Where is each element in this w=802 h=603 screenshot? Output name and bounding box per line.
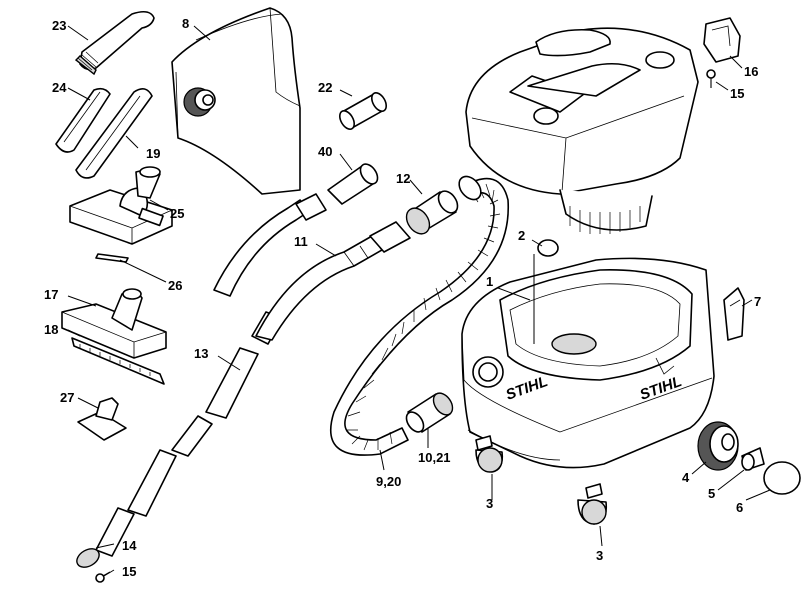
label-11: 11 (294, 234, 308, 249)
part-10-21-connector (405, 392, 454, 433)
label-9-20: 9,20 (376, 474, 401, 489)
label-8: 8 (182, 16, 189, 31)
callout-labels: 23 8 22 40 24 19 25 26 12 11 2 1 17 18 1… (44, 16, 761, 579)
part-8-filter-bag (171, 7, 301, 195)
label-24: 24 (52, 80, 67, 95)
label-17: 17 (44, 287, 58, 302)
label-6: 6 (736, 500, 743, 515)
part-15-screw-top (706, 69, 716, 88)
part-11-handle-tube (213, 193, 411, 341)
label-23: 23 (52, 18, 66, 33)
label-19: 19 (146, 146, 160, 161)
label-12: 12 (396, 171, 410, 186)
part-16-clip (703, 17, 741, 63)
label-27: 27 (60, 390, 74, 405)
part-27-small-nozzle (77, 397, 127, 441)
label-10-21: 10,21 (418, 450, 451, 465)
part-13-extension-tubes (76, 311, 283, 568)
part-2-seal-ring (537, 239, 559, 257)
part-19-crevice-nozzle (75, 88, 153, 179)
part-40-adaptor (327, 163, 379, 205)
part-12-hose-connector (405, 190, 459, 235)
label-25: 25 (170, 206, 184, 221)
part-1-container (461, 257, 715, 469)
label-3a: 3 (486, 496, 493, 511)
label-7: 7 (754, 294, 761, 309)
part-23-brush (74, 10, 155, 76)
label-15-bottom: 15 (122, 564, 136, 579)
label-3b: 3 (596, 548, 603, 563)
label-5: 5 (708, 486, 715, 501)
label-15-top: 15 (730, 86, 744, 101)
part-7-latch (723, 287, 745, 341)
label-40: 40 (318, 144, 332, 159)
part-3-castor-a (475, 435, 504, 473)
part-17-wet-nozzle (61, 288, 167, 359)
motor-head (465, 27, 699, 234)
label-22: 22 (318, 80, 332, 95)
part-5-axle-bolt (741, 447, 765, 471)
label-1: 1 (486, 274, 493, 289)
label-18: 18 (44, 322, 58, 337)
part-24-crevice-nozzle (55, 87, 111, 153)
part-25-floor-nozzle (69, 166, 173, 245)
label-4: 4 (682, 470, 690, 485)
part-26-insert-strip (95, 253, 129, 263)
label-16: 16 (744, 64, 758, 79)
part-18-rubber-lip (71, 337, 165, 385)
part-3-castor-b (577, 483, 608, 525)
part-6-hubcap (763, 461, 801, 495)
part-22-adaptor (338, 92, 388, 130)
label-26: 26 (168, 278, 182, 293)
part-9-20-suction-hose (329, 175, 510, 456)
label-13: 13 (194, 346, 208, 361)
part-4-wheel (697, 421, 739, 471)
label-14: 14 (122, 538, 137, 553)
label-2: 2 (518, 228, 525, 243)
leader-lines (67, 25, 771, 577)
